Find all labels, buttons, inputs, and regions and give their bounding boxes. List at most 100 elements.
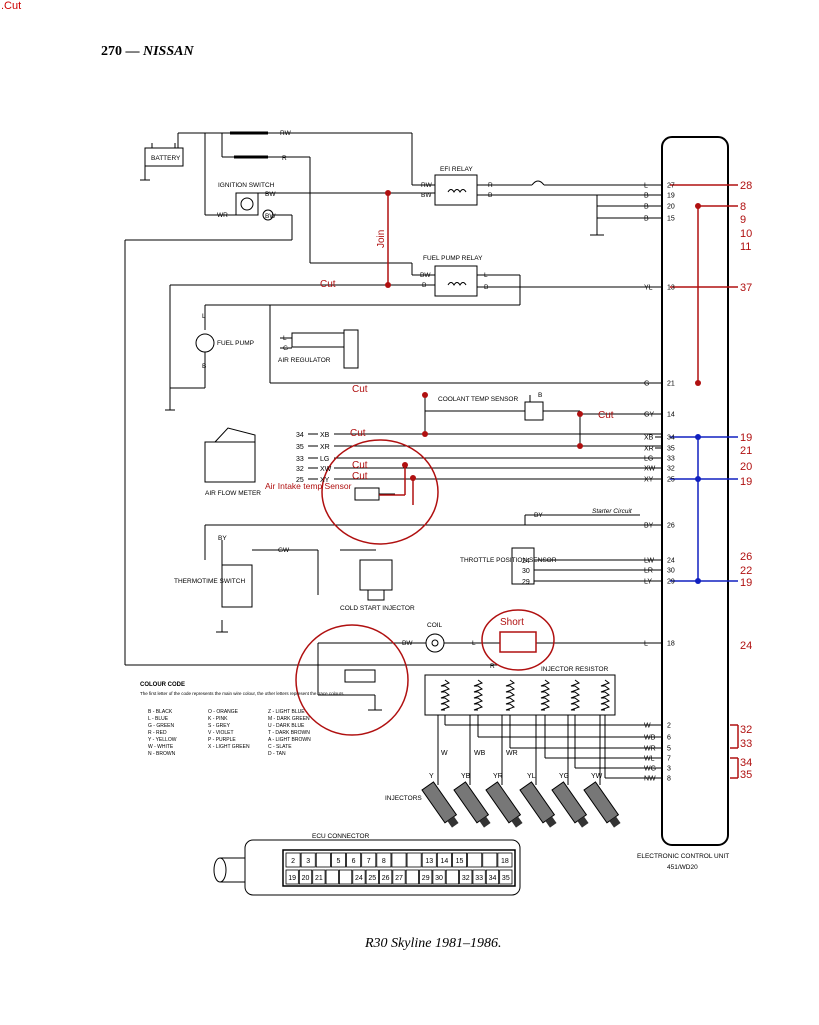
injector-resistor-box (424, 674, 616, 716)
wire-bw-ign: BW (265, 191, 276, 198)
colour-code-entry: M - DARK GREEN (268, 716, 310, 722)
ecu-pin-number: 2 (667, 723, 671, 730)
cold-start-injector-label: COLD START INJECTOR (340, 605, 415, 612)
connector-pin-number: 14 (441, 858, 449, 865)
wire-b-fpr-out: B (484, 284, 488, 291)
connector-cell (285, 852, 301, 868)
cut-annotation-4: Cut (598, 410, 614, 421)
ecu-pin-number: 29 (667, 579, 675, 586)
wire-bw-coil: BW (402, 640, 413, 647)
connector-cell (376, 852, 392, 868)
afm-pin-number: 34 (296, 432, 304, 439)
wire-gw: GW (278, 547, 290, 554)
page-number: 270 — (101, 44, 140, 59)
injector-symbol (485, 781, 523, 828)
injector-feed-label: WB (474, 750, 486, 757)
air-intake-circle (321, 439, 439, 545)
injector-resistor-label: INJECTOR RESISTOR (541, 666, 609, 673)
injector-wire-label: YW (591, 773, 603, 780)
ecu-pin-number: 6 (667, 735, 671, 742)
injector-wire-label: YR (493, 773, 503, 780)
ecu-pin-annotation: 22 (740, 565, 752, 577)
injector-feed-label: WR (506, 750, 518, 757)
ecu-pin-number: 26 (667, 523, 675, 530)
connector-pin-number: 19 (288, 875, 296, 882)
fuel-pump-relay-label: FUEL PUMP RELAY (423, 255, 483, 262)
ecu-pin-annotation: 37 (740, 282, 752, 294)
connector-cell (485, 869, 500, 885)
ecu-wire-label: LR (644, 568, 653, 575)
connector-pin-number: 24 (355, 875, 363, 882)
ecu-pin-number: 19 (667, 193, 675, 200)
injector-wire-label: Y (429, 773, 434, 780)
coolant-temp-sensor-label: COOLANT TEMP SENSOR (438, 396, 518, 403)
cold-start-injector-symbol (359, 559, 393, 591)
connector-cell (346, 852, 362, 868)
afm-wire-label: XY (320, 477, 330, 484)
injector-wire-label: YB (461, 773, 471, 780)
wire-bw-fpr: BW (420, 272, 431, 279)
ecu-pin-number: 27 (667, 183, 675, 190)
colour-code-entry: O - ORANGE (208, 709, 239, 715)
wire-g-ar: G (283, 345, 288, 352)
ecu-pin-annotation: 35 (740, 769, 752, 781)
ecu-pin-annotation: 8 (740, 201, 746, 213)
ecu-wire-label: XB (644, 435, 654, 442)
tps-pin-number: 24 (522, 558, 530, 565)
air-flow-meter-label: AIR FLOW METER (205, 490, 261, 497)
colour-code-entry: R - RED (148, 730, 167, 736)
ecu-pin-annotation: 20 (740, 461, 752, 473)
ecu-wire-label: B (644, 216, 649, 223)
connector-cell (330, 852, 346, 868)
short-circle (481, 609, 555, 671)
connector-cell (379, 869, 393, 885)
connector-pin-number: 25 (368, 875, 376, 882)
connector-cell (361, 852, 377, 868)
colour-code-entry: G - GREEN (148, 723, 175, 729)
ecu-pin-number: 30 (667, 568, 675, 575)
air-intake-annotation: Air Intake temp Sensor (265, 481, 352, 491)
wire-r-res: R (490, 663, 495, 670)
ecu-wire-label: XY (644, 477, 654, 484)
page-caption: R30 Skyline 1981–1986. (365, 936, 502, 951)
wire-bw-relay: BW (421, 192, 432, 199)
colour-code-entry: K - PINK (208, 716, 228, 722)
connector-cell (497, 852, 513, 868)
injector-symbol (583, 781, 621, 828)
connector-pin-number: 15 (456, 858, 464, 865)
ecu-wire-label: LG (644, 456, 653, 463)
wire-rw: RW (280, 130, 292, 137)
coolant-temp-sensor-symbol (524, 401, 544, 421)
tps-pin-number: 29 (522, 579, 530, 586)
connector-cell (406, 852, 422, 868)
colour-code-entry: C - SLATE (268, 744, 292, 750)
connector-cell (365, 869, 379, 885)
connector-cell (315, 852, 331, 868)
colour-code-title: COLOUR CODE (140, 682, 185, 688)
connector-cell (312, 869, 326, 885)
throttle-position-sensor-symbol (511, 547, 535, 585)
wire-wr: WR (217, 212, 228, 219)
ecu-box (661, 136, 729, 846)
ecu-pin-annotation: 34 (740, 757, 752, 769)
wire-by-tts: BY (218, 535, 227, 542)
ecu-wire-label: NW (644, 776, 656, 783)
ecu-wire-label: WG (644, 766, 656, 773)
ecu-wire-label: W (644, 723, 651, 730)
ecu-pin-annotation: 19 (740, 476, 752, 488)
colour-code-entry: N - BROWN (148, 751, 176, 757)
connector-cell (499, 869, 513, 885)
ecu-pin-annotation: 32 (740, 724, 752, 736)
ecu-pin-number: 18 (667, 641, 675, 648)
ecu-pin-annotation: 10 (740, 228, 752, 240)
brand-name: NISSAN (143, 44, 194, 59)
connector-pin-number: 13 (425, 858, 433, 865)
connector-pin-number: 30 (435, 875, 443, 882)
colour-code-entry: W - WHITE (148, 744, 174, 750)
injector-symbol (551, 781, 589, 828)
injector-symbol (421, 781, 459, 828)
air-regulator-label: AIR REGULATOR (278, 357, 331, 364)
cut-annotation-5: Cut (352, 460, 368, 471)
battery-label: BATTERY (151, 155, 181, 162)
